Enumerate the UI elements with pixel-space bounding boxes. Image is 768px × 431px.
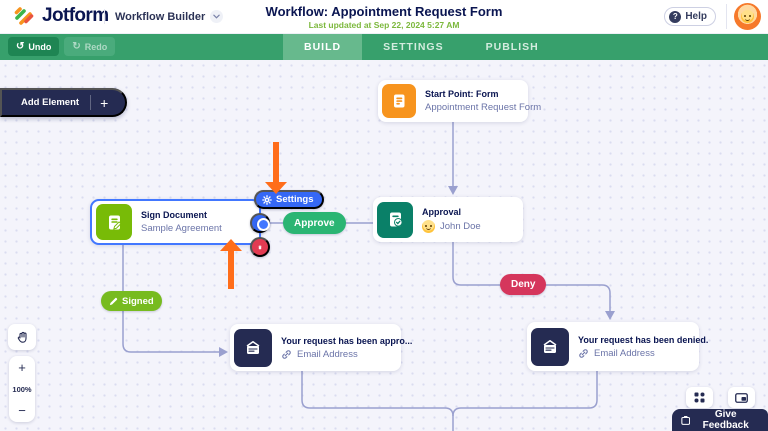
chevron-down-icon [210, 10, 224, 23]
node-settings-button[interactable]: Settings [254, 190, 325, 209]
add-element-divider [90, 95, 92, 110]
node-email-denied[interactable]: Your request has been denied. Email Addr… [527, 322, 708, 371]
link-icon [282, 349, 291, 359]
node-subtitle: Email Address [297, 348, 358, 360]
pen-icon [109, 297, 118, 305]
delete-node-button[interactable] [250, 237, 270, 257]
node-start-point-form[interactable]: Start Point: Form Appointment Request Fo… [378, 80, 541, 122]
add-element-button[interactable]: Add Element + [0, 88, 128, 117]
product-switcher[interactable]: Workflow Builder [115, 10, 224, 23]
undo-redo-group: ↺ Undo ↻ Redo [8, 37, 116, 56]
fit-view-button[interactable] [686, 387, 713, 408]
node-title: Approval [422, 206, 462, 217]
grid-icon [694, 392, 705, 403]
minimap-icon [735, 392, 748, 403]
form-icon [382, 84, 416, 118]
node-subtitle: Appointment Request Form [425, 102, 542, 113]
link-icon [579, 348, 588, 358]
approval-check-icon [377, 201, 413, 238]
pan-tool-button[interactable] [8, 324, 36, 350]
jotform-logo-icon [14, 7, 34, 25]
sign-document-icon [96, 204, 132, 240]
redo-icon: ↻ [72, 40, 81, 52]
node-title: Your request has been denied. [578, 334, 709, 345]
node-approval[interactable]: Approval John Doe [373, 197, 523, 242]
hand-icon [17, 331, 27, 343]
help-button[interactable]: ? Help [664, 7, 716, 26]
zoom-level: 100% [12, 384, 32, 394]
undo-icon: ↺ [16, 40, 25, 52]
avatar-face-icon [741, 10, 754, 23]
envelope-icon [531, 327, 569, 366]
node-text: Start Point: Form Appointment Request Fo… [425, 89, 541, 113]
node-text: Your request has been appro... Email Add… [281, 336, 412, 360]
node-sign-document[interactable]: Sign Document Sample Agreement [90, 199, 261, 245]
jotform-logo[interactable]: Jotform [13, 5, 109, 27]
product-name-label: Workflow Builder [115, 10, 206, 23]
deny-branch-badge[interactable]: Deny [500, 274, 547, 295]
tab-publish[interactable]: PUBLISH [485, 40, 539, 53]
give-feedback-label: Give Feedback [702, 409, 749, 431]
tab-settings[interactable]: SETTINGS [383, 40, 444, 53]
assignee-avatar [422, 219, 435, 233]
signed-label: Signed [122, 295, 154, 307]
orange-arrow-up-icon [220, 239, 242, 289]
header-title-block: Workflow: Appointment Request Form Last … [0, 4, 768, 30]
page-title: Workflow: Appointment Request Form [265, 4, 503, 19]
settings-label: Settings [276, 194, 314, 205]
orange-arrow-down-icon [265, 142, 287, 194]
build-toolbar: ↺ Undo ↻ Redo BUILD SETTINGS PUBLISH [0, 33, 768, 60]
undo-label: Undo [28, 41, 52, 52]
node-title: Your request has been appro... [281, 335, 413, 346]
node-text: Sign Document Sample Agreement [141, 210, 222, 234]
deny-label: Deny [511, 279, 536, 290]
node-text: Your request has been denied. Email Addr… [578, 335, 708, 359]
give-feedback-button[interactable]: Give Feedback [672, 409, 768, 431]
gear-icon [262, 194, 272, 205]
zoom-in-button[interactable]: + [18, 360, 26, 375]
plus-icon: + [100, 94, 109, 111]
connector-handle[interactable] [257, 217, 270, 231]
node-subtitle: Email Address [594, 347, 655, 359]
envelope-icon [234, 328, 272, 367]
node-subtitle: Sample Agreement [141, 223, 222, 234]
question-mark-icon: ? [669, 10, 682, 23]
user-avatar[interactable] [734, 3, 761, 30]
header-divider [104, 9, 105, 24]
undo-button[interactable]: ↺ Undo [8, 37, 60, 56]
redo-label: Redo [84, 41, 108, 52]
approve-label: Approve [294, 217, 335, 229]
node-text: Approval John Doe [422, 207, 481, 233]
logo-text: Jotform [42, 5, 109, 26]
zoom-out-button[interactable]: − [18, 403, 26, 418]
assignee-name: John Doe [440, 220, 481, 232]
signed-branch-badge[interactable]: Signed [101, 291, 162, 311]
last-updated-text: Last updated at Sep 22, 2024 5:27 AM [308, 20, 460, 30]
zoom-control: + 100% − [9, 356, 35, 422]
app-header: Jotform Workflow Builder Workflow: Appoi… [0, 0, 768, 34]
node-title: Sign Document [141, 210, 208, 220]
add-element-label: Add Element [21, 97, 80, 108]
trash-icon [258, 244, 262, 249]
header-divider [726, 4, 727, 29]
node-email-approved[interactable]: Your request has been appro... Email Add… [230, 324, 412, 371]
node-title: Start Point: Form [425, 89, 499, 99]
help-label: Help [685, 11, 707, 22]
redo-button[interactable]: ↻ Redo [64, 37, 116, 56]
builder-tabs: BUILD SETTINGS PUBLISH [283, 33, 560, 60]
feedback-icon [681, 415, 691, 425]
workflow-canvas[interactable]: Add Element + Start Point: Form Appointm… [0, 60, 768, 431]
approve-branch-badge[interactable]: Approve [283, 212, 346, 234]
minimap-toggle-button[interactable] [728, 387, 755, 408]
tab-build[interactable]: BUILD [283, 33, 363, 60]
